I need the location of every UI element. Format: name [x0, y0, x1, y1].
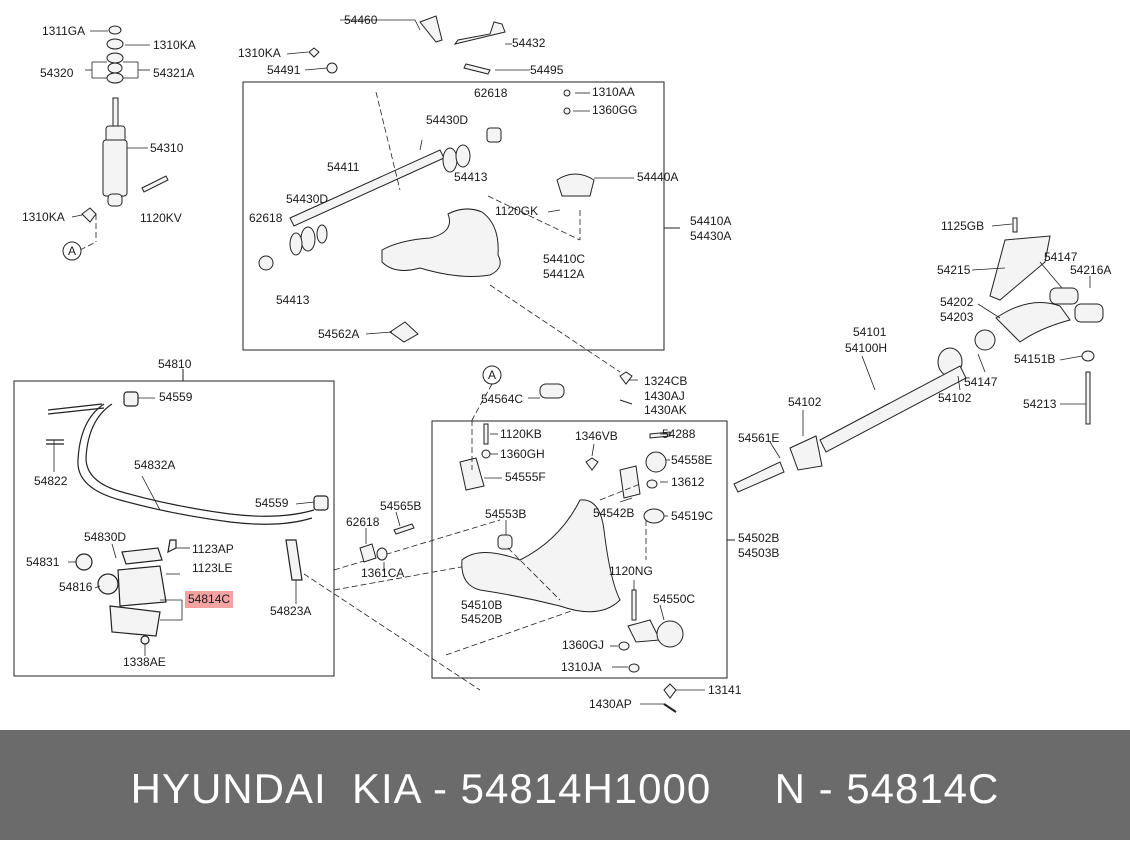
label-54558e: 54558E — [671, 453, 713, 467]
label-54102-right: 54102 — [938, 391, 972, 405]
label-54510b: 54510B — [461, 598, 503, 612]
label-54502b: 54502B — [738, 531, 780, 545]
label-54310: 54310 — [150, 141, 184, 155]
label-54822: 54822 — [34, 474, 68, 488]
label-54430d: 54430D — [426, 113, 469, 127]
label-54823a: 54823A — [270, 604, 312, 618]
label-1120ng: 1120NG — [609, 564, 653, 578]
label-1125gb: 1125GB — [941, 219, 985, 233]
stabilizer-frame — [13, 380, 335, 677]
label-54213: 54213 — [1023, 397, 1057, 411]
label-1310ja: 1310JA — [561, 660, 602, 674]
label-54320: 54320 — [40, 66, 74, 80]
label-54831: 54831 — [26, 555, 60, 569]
label-1310ka-upper: 1310KA — [238, 46, 281, 60]
label-54100h: 54100H — [845, 341, 888, 355]
ref-a-lower-letter: A — [488, 368, 497, 382]
label-54430d-left: 54430D — [286, 192, 329, 206]
label-54432: 54432 — [512, 36, 546, 50]
label-54147: 54147 — [964, 375, 998, 389]
label-54491: 54491 — [267, 63, 301, 77]
label-1360gg: 1360GG — [592, 103, 638, 117]
label-1430aj: 1430AJ — [644, 389, 685, 403]
label-54203: 54203 — [940, 310, 974, 324]
label-54410a: 54410A — [690, 214, 732, 228]
label-54832a: 54832A — [134, 458, 176, 472]
label-1360gh: 1360GH — [500, 447, 545, 461]
label-54202: 54202 — [940, 295, 974, 309]
label-1123ap: 1123AP — [192, 542, 234, 556]
nut-1324cb — [619, 371, 633, 405]
label-54553b: 54553B — [485, 507, 527, 521]
label-13612: 13612 — [671, 475, 705, 489]
label-54147-top: 54147 — [1044, 250, 1078, 264]
part-number-text: HYUNDAI KIA - 54814H1000 N - 54814C — [130, 765, 1000, 812]
label-54151b: 54151B — [1014, 352, 1056, 366]
label-1430ak: 1430AK — [644, 403, 687, 417]
label-1120gk: 1120GK — [495, 204, 539, 218]
label-54460: 54460 — [344, 13, 378, 27]
ref-circle-a-left — [62, 241, 82, 261]
label-1338ae: 1338AE — [123, 655, 166, 669]
label-54564c: 54564C — [481, 392, 524, 406]
label-1324cb: 1324CB — [644, 374, 688, 388]
label-1360gj: 1360GJ — [562, 638, 605, 652]
label-54216a: 54216A — [1070, 263, 1112, 277]
label-54559: 54559 — [159, 390, 193, 404]
label-54215: 54215 — [937, 263, 971, 277]
exploded-suspension-diagram — [13, 15, 1104, 713]
label-54562a: 54562A — [318, 327, 360, 341]
label-54561e: 54561E — [738, 431, 780, 445]
label-54102-left: 54102 — [788, 395, 822, 409]
label-54555f: 54555F — [505, 470, 546, 484]
lower-control-arm — [359, 383, 684, 699]
lower-arm-frame — [431, 420, 728, 679]
label-62618-top: 62618 — [474, 86, 508, 100]
label-1346vb: 1346VB — [575, 429, 618, 443]
stabilizer-bar — [46, 391, 329, 645]
label-54542b: 54542B — [593, 506, 635, 520]
label-1311ga: 1311GA — [42, 24, 86, 38]
label-1310aa: 1310AA — [592, 85, 635, 99]
label-54816: 54816 — [59, 580, 93, 594]
label-1361ca: 1361CA — [361, 566, 405, 580]
label-54830d: 54830D — [84, 530, 127, 544]
label-54321a: 54321A — [153, 66, 195, 80]
label-54413-lower: 54413 — [276, 293, 310, 307]
label-54440a: 54440A — [637, 170, 679, 184]
upper-control-arm — [258, 15, 595, 343]
label-54495: 54495 — [530, 63, 564, 77]
label-54814c-highlighted: 54814C — [185, 591, 234, 608]
part-number-footer: HYUNDAI KIA - 54814H1000 N - 54814C — [0, 730, 1130, 840]
label-1123le: 1123LE — [192, 561, 233, 575]
label-62618-lower: 62618 — [346, 515, 380, 529]
label-54430a: 54430A — [690, 229, 732, 243]
label-1430ap: 1430AP — [589, 697, 632, 711]
label-13141: 13141 — [708, 683, 742, 697]
ref-circle-a-lower — [482, 365, 502, 385]
label-54520b: 54520B — [461, 612, 503, 626]
label-54519c: 54519C — [671, 509, 714, 523]
upper-arm-frame — [242, 81, 665, 351]
label-54101: 54101 — [853, 325, 887, 339]
label-1120kb: 1120KB — [500, 427, 542, 441]
label-54410c: 54410C — [543, 252, 586, 266]
label-54810: 54810 — [158, 357, 192, 371]
label-54559-right: 54559 — [255, 496, 289, 510]
label-54411: 54411 — [327, 160, 360, 174]
drive-shaft-assembly — [733, 217, 1104, 493]
label-54550c: 54550C — [653, 592, 696, 606]
label-62618-left: 62618 — [249, 211, 283, 225]
ref-a-left-letter: A — [68, 244, 77, 258]
label-54565b: 54565B — [380, 499, 422, 513]
label-54503b: 54503B — [738, 546, 780, 560]
shock-absorber — [81, 25, 169, 223]
label-1310ka-lower: 1310KA — [22, 210, 65, 224]
label-1120kv: 1120KV — [140, 211, 182, 225]
label-54412a: 54412A — [543, 267, 585, 281]
label-1310ka: 1310KA — [153, 38, 196, 52]
label-54413: 54413 — [454, 170, 488, 184]
label-54288: 54288 — [662, 427, 696, 441]
